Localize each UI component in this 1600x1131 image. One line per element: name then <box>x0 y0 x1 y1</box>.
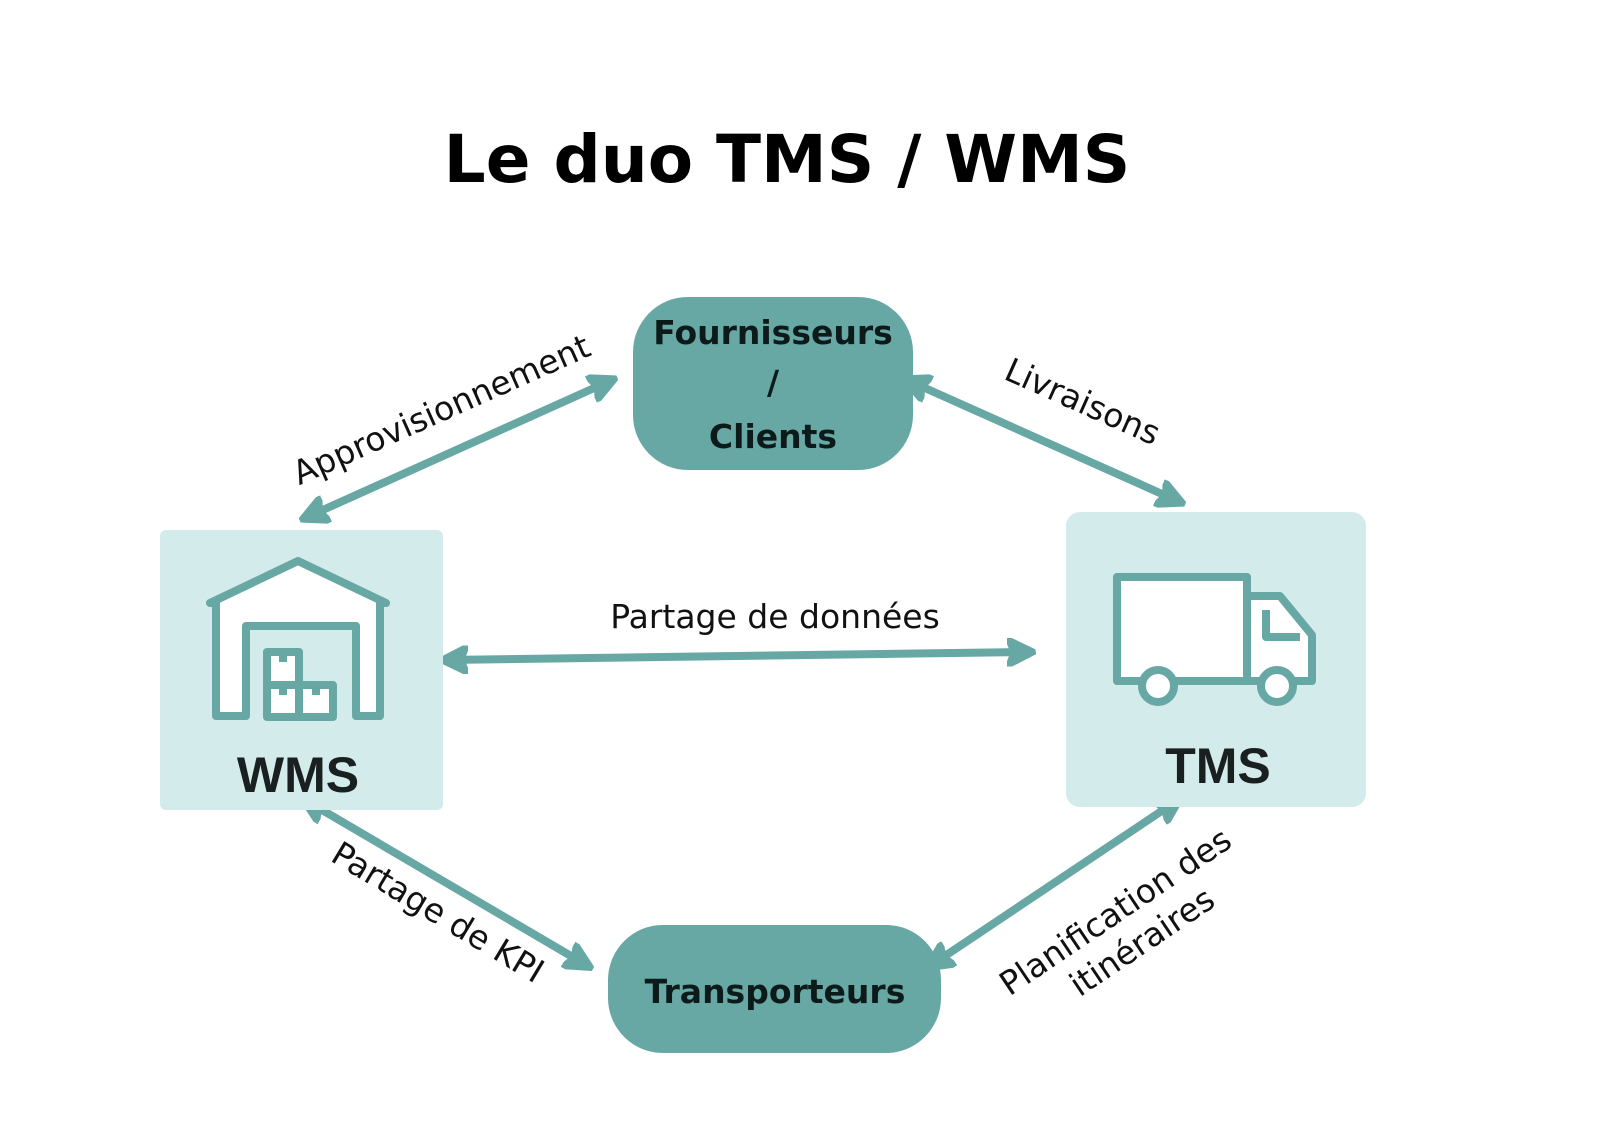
node-tms: TMS <box>1066 512 1366 807</box>
node-carriers: Transporteurs <box>608 925 941 1053</box>
edge-label-partage-donnees: Partage de données <box>610 597 940 636</box>
node-label: TMS <box>1165 738 1271 794</box>
node-label: / <box>767 363 780 402</box>
arrow-wms-carriers <box>305 800 588 966</box>
edge-label-livraisons: Livraisons <box>999 350 1166 453</box>
arrow-tms-carriers <box>930 800 1178 966</box>
arrow-wms-suppliers <box>305 380 612 518</box>
edge-label-partage-kpi: Partage de KPI <box>325 834 551 991</box>
node-label: Fournisseurs <box>653 313 893 352</box>
warehouse-icon <box>206 557 390 721</box>
node-label: WMS <box>237 747 359 803</box>
node-label: Clients <box>709 417 837 456</box>
node-suppliers-clients: Fournisseurs / Clients <box>633 297 913 470</box>
node-wms: WMS <box>160 530 443 810</box>
truck-icon <box>1113 573 1316 706</box>
node-label: Transporteurs <box>645 972 906 1011</box>
arrow-wms-tms <box>445 652 1030 660</box>
page-title: Le duo TMS / WMS <box>444 121 1131 198</box>
arrow-suppliers-tms <box>907 380 1180 502</box>
edge-label-planification: Planification des itinéraires <box>992 814 1269 1037</box>
